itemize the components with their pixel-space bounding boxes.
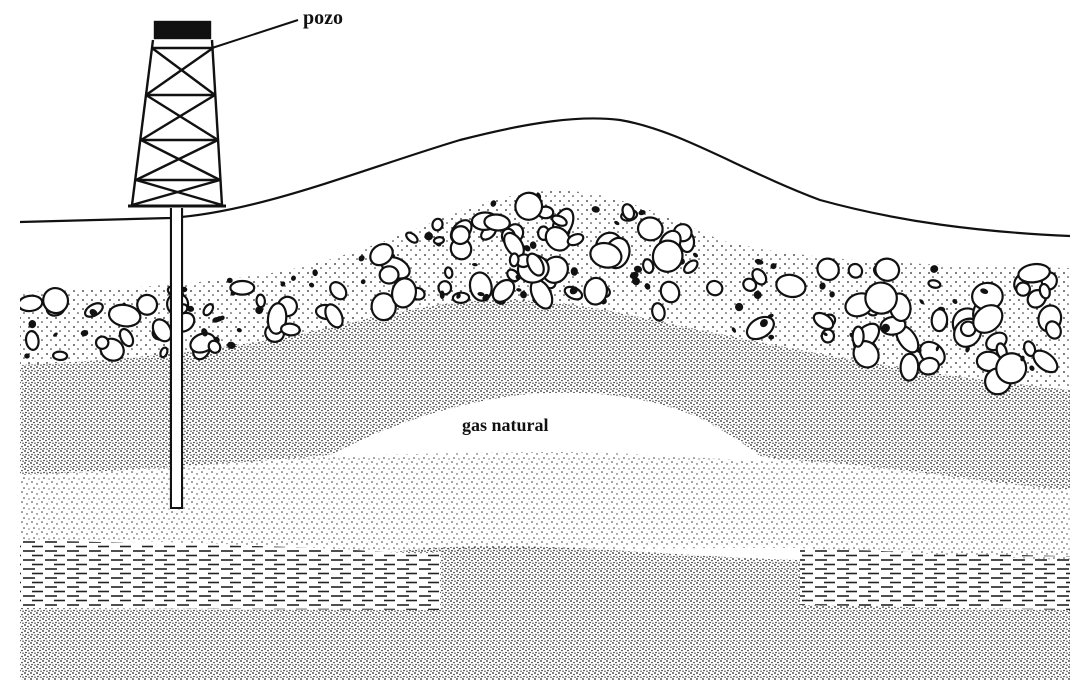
well-label-leader xyxy=(212,20,298,48)
well-label: pozo xyxy=(303,7,343,29)
pebble xyxy=(931,309,948,332)
pebble xyxy=(509,253,518,266)
well-pipe xyxy=(170,208,183,508)
pebble xyxy=(53,351,67,360)
gas-label: gas natural xyxy=(462,415,549,435)
pebble xyxy=(1016,282,1031,296)
pebble xyxy=(444,267,453,279)
pebble xyxy=(379,266,398,284)
pebble xyxy=(433,236,444,244)
pebble xyxy=(768,335,774,340)
pebble xyxy=(822,329,834,342)
pebble xyxy=(424,232,433,240)
pebble xyxy=(256,294,265,307)
pebble xyxy=(852,327,863,347)
drilling-derrick xyxy=(128,22,226,206)
pebble xyxy=(900,354,919,381)
pebble xyxy=(281,323,301,336)
pebble xyxy=(438,281,452,295)
pebble xyxy=(230,281,254,295)
pebble xyxy=(583,277,608,305)
pebble xyxy=(453,292,470,303)
pebble xyxy=(571,267,578,276)
